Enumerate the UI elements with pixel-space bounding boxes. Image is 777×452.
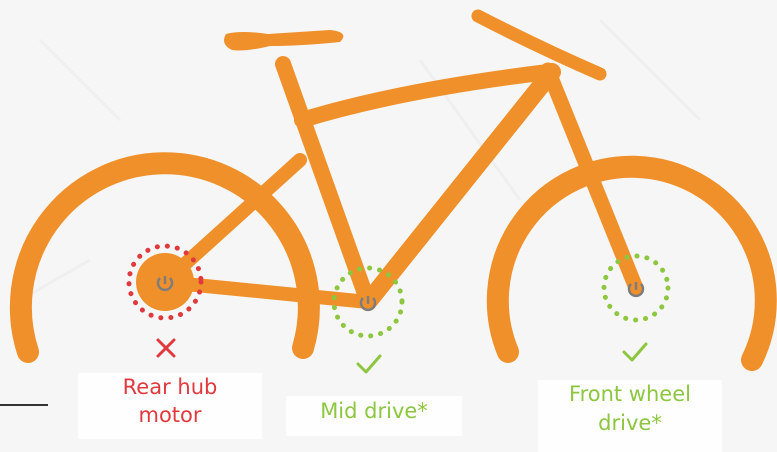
front-wheel-motor bbox=[604, 256, 668, 320]
check-icon bbox=[624, 344, 646, 360]
label-line: drive* bbox=[538, 409, 722, 438]
decorative-line bbox=[0, 404, 48, 406]
front-wheel-label: Front wheel drive* bbox=[538, 380, 722, 452]
label-line: Front wheel bbox=[538, 380, 722, 409]
label-line: Mid drive* bbox=[286, 396, 462, 426]
cross-icon bbox=[158, 340, 174, 356]
label-line: Rear hub bbox=[78, 373, 262, 401]
down-tube bbox=[368, 72, 552, 302]
mid-drive-label: Mid drive* bbox=[286, 396, 462, 436]
bicycle-frame bbox=[21, 16, 766, 360]
check-icon bbox=[358, 356, 380, 372]
saddle bbox=[224, 30, 343, 51]
rear-hub-label: Rear hub motor bbox=[78, 373, 262, 439]
label-line: motor bbox=[78, 401, 262, 429]
